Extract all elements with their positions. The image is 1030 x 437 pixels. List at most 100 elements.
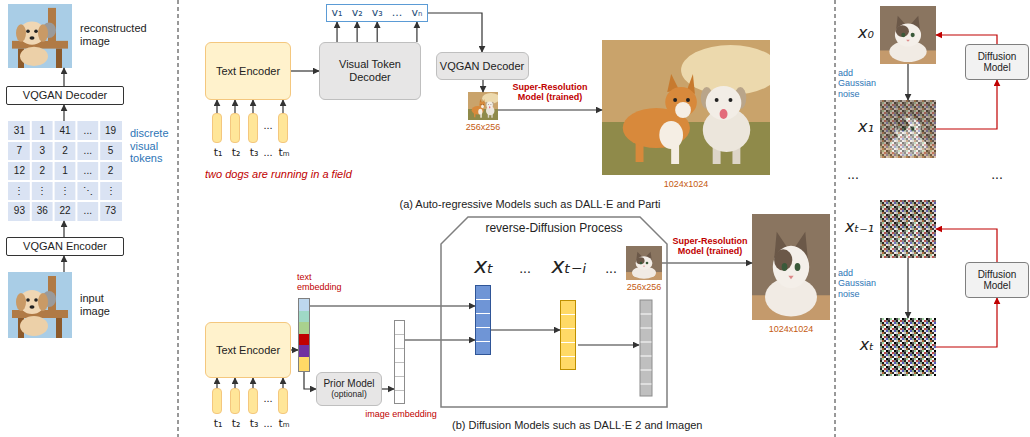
image-node: 1024x1024 (602, 40, 770, 175)
token-cell: ⋮ (99, 181, 122, 201)
ellipsis: ... (258, 417, 278, 430)
node-text: VQGAN Decoder (23, 89, 107, 102)
arrow-connector (216, 378, 217, 388)
token-cell: 22 (54, 201, 77, 221)
super-resolution-label: Super-Resolution Model (trained) (670, 236, 750, 257)
process-outline (441, 217, 667, 407)
illustration-part (641, 356, 652, 357)
arrow-connector (498, 109, 602, 110)
token-cell: ⋮ (8, 181, 31, 201)
ellipsis: ... (258, 146, 278, 159)
node-text: VQGAN Decoder (440, 60, 524, 73)
node-text: 1024x1024 (742, 324, 840, 334)
token-bar: t₂ (230, 113, 240, 143)
illustration-part (75, 121, 77, 221)
noise-step-label: add Gaussian noise (838, 268, 878, 299)
node-text: t₁ (206, 418, 230, 431)
decoder-box: Visual Token Decoder (319, 42, 421, 100)
image-node: 1024x1024 (752, 214, 830, 320)
puppy-image (8, 272, 72, 338)
arrow-connector (63, 68, 64, 86)
token-cell: ⋱ (76, 181, 99, 201)
illustration-part (641, 314, 652, 315)
arrow-connector (377, 22, 378, 42)
node-text: x₀ (844, 24, 874, 42)
token-cell: 3 (31, 141, 54, 161)
arrow-connector (491, 329, 560, 330)
node-text: t₂ (224, 147, 248, 160)
arrow-connector (416, 22, 417, 42)
cat-image (880, 100, 936, 158)
ellipsis: ... (838, 166, 868, 182)
node-text: t₃ (242, 418, 266, 431)
node-text: 256x256 (614, 282, 674, 292)
image-node: 256x256 (626, 246, 662, 280)
illustration-part (30, 121, 32, 221)
output-bar (640, 300, 652, 396)
arrow-connector (336, 22, 337, 42)
token-cell: ... (76, 121, 99, 141)
image-node: reconstructed image (8, 4, 72, 68)
illustration-part (641, 342, 652, 343)
node-text: Text Encoder (216, 344, 280, 357)
token-cell: 7 (8, 141, 31, 161)
node-text: tₘ (272, 147, 296, 160)
decoder-box: VQGAN Decoder (6, 86, 124, 105)
illustration-part (8, 160, 122, 162)
illustration-part (98, 121, 100, 221)
image-node: x₁ (880, 100, 936, 158)
arrow-connector (936, 229, 997, 262)
prompt-text: two dogs are running in a field (205, 168, 405, 181)
arrow-connector (662, 262, 752, 263)
cat-image (752, 214, 830, 320)
dogs-image (602, 40, 780, 175)
node-text: 1024x1024 (602, 179, 770, 189)
embedding-bar: image embedding (394, 320, 405, 404)
node-text: 256x256 (458, 122, 508, 132)
connectors (64, 13, 997, 389)
node-text: v₁ (332, 7, 343, 20)
arrow-connector (357, 22, 358, 42)
panel-divider (178, 0, 179, 437)
arrow-connector (936, 35, 997, 44)
cat-image (880, 6, 936, 64)
diffusion-model-box: Diffusion Model (965, 262, 1029, 298)
embedding-bar: text embedding (298, 298, 310, 372)
node-text: xₜ₋ᵢ (539, 253, 599, 278)
arrow-connector (291, 349, 298, 350)
decoder-box: VQGAN Decoder (436, 52, 529, 80)
arrow-connector (252, 378, 253, 388)
token-cell: 31 (8, 121, 31, 141)
arrow-connector (282, 378, 283, 388)
arrow-connector (63, 105, 64, 121)
node-text: t₂ (224, 418, 248, 431)
node-text: xₜ₋₁ (830, 218, 874, 236)
node-text: ... (392, 7, 403, 20)
token-cell: ⋮ (31, 181, 54, 201)
cat-image (880, 200, 936, 258)
arrow-connector (252, 100, 253, 113)
token-bar: tₘ (278, 388, 288, 414)
latent-bar: xₜ₋ᵢ (560, 300, 576, 370)
output-bar-lines (641, 314, 652, 384)
node-text: tₘ (272, 418, 296, 431)
token-cell: 1 (54, 161, 77, 181)
illustration-part (8, 200, 122, 202)
cat-image (626, 246, 662, 280)
image-node: xₜ (880, 318, 936, 376)
arrow-connector (234, 378, 235, 388)
text-encoder-box: Text Encoder (205, 322, 291, 378)
token-cell: 93 (8, 201, 31, 221)
diffusion-model-box: Diffusion Model (965, 44, 1029, 80)
node-text: Diffusion Model (966, 269, 1028, 292)
arrow-connector (304, 372, 316, 389)
arrow-connector (63, 256, 64, 272)
token-cell: ... (76, 201, 99, 221)
token-cell: 41 (54, 121, 77, 141)
noise-overlay (880, 100, 936, 158)
encoder-box: VQGAN Encoder (6, 237, 124, 256)
dogs-image (468, 92, 500, 120)
noise-image (880, 318, 936, 376)
